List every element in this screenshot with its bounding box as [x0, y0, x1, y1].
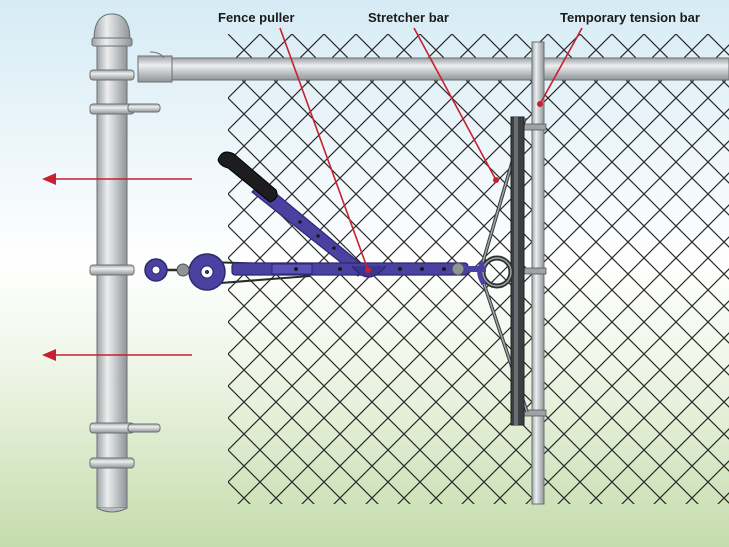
arrow-left-icon	[42, 173, 192, 185]
label-temporary-tension-bar: Temporary tension bar	[560, 10, 700, 25]
temporary-tension-bar	[523, 41, 547, 505]
post-bands	[89, 69, 161, 469]
fence-puller	[144, 151, 487, 291]
label-stretcher-bar: Stretcher bar	[368, 10, 449, 25]
terminal-post	[91, 13, 133, 513]
arrow-left-icon	[42, 349, 192, 361]
stretcher-bar	[478, 116, 529, 426]
top-rail	[137, 51, 729, 83]
leader-lines	[279, 27, 583, 271]
label-fence-puller: Fence puller	[218, 10, 295, 25]
leader-dots	[365, 101, 543, 273]
